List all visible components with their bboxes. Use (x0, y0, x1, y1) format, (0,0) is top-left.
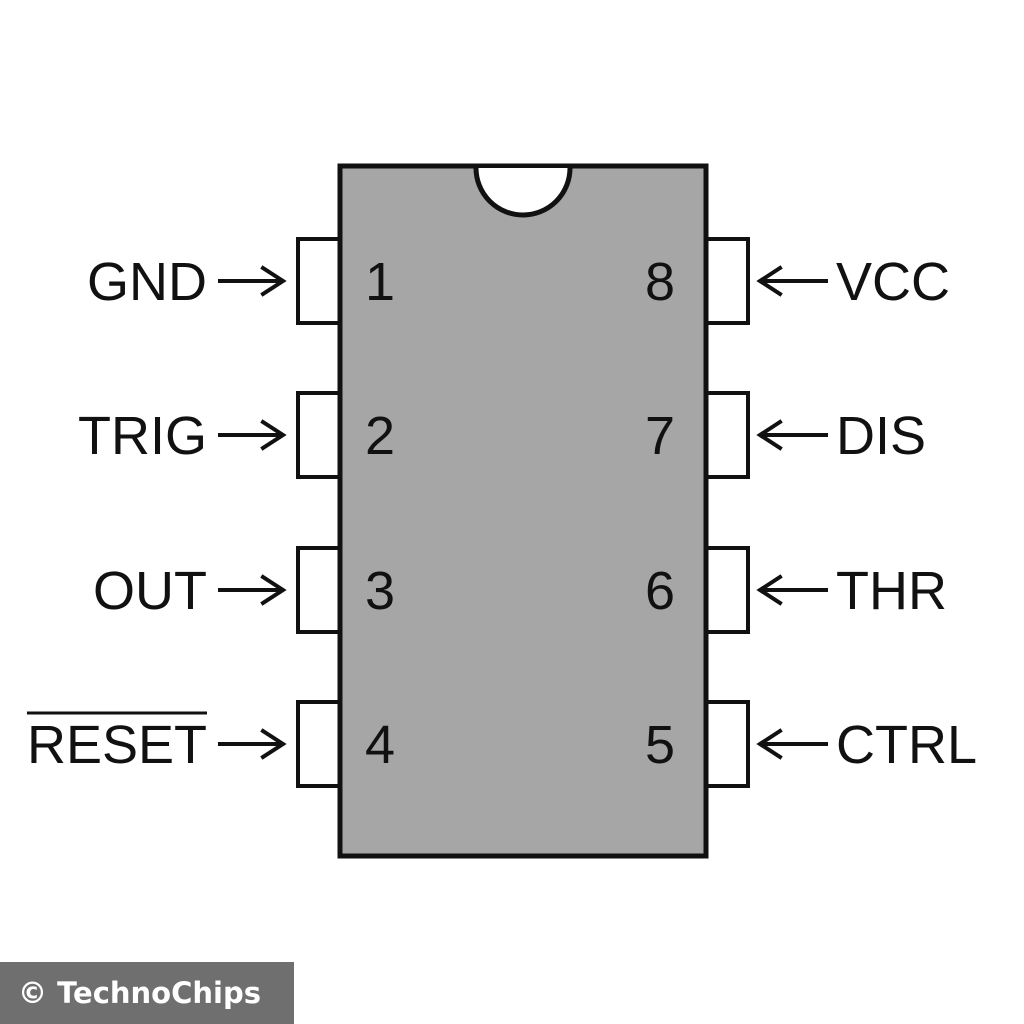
pin-label-out: OUT (93, 561, 207, 621)
pin-number-3: 3 (365, 561, 395, 621)
pin-number-4: 4 (365, 715, 395, 775)
pin-label-gnd: GND (87, 252, 207, 312)
pin-lead-2 (296, 391, 342, 479)
right-pins (704, 237, 828, 788)
copyright-watermark: © TechnoChips (0, 962, 294, 1024)
arrow-icon (756, 574, 828, 606)
pin-label-dis: DIS (836, 406, 926, 466)
pin-number-5: 5 (645, 715, 675, 775)
arrow-icon (756, 265, 828, 297)
orientation-notch (473, 167, 573, 218)
pin-number-7: 7 (645, 406, 675, 466)
pin-lead-8 (704, 237, 750, 325)
pin-number-6: 6 (645, 561, 675, 621)
arrow-icon (218, 265, 287, 297)
pin-lead-1 (296, 237, 342, 325)
arrow-icon (218, 419, 287, 451)
pin-number-1: 1 (365, 252, 395, 312)
arrow-icon (756, 419, 828, 451)
pin-number-2: 2 (365, 406, 395, 466)
pin-label-thr: THR (836, 561, 947, 621)
pin-number-8: 8 (645, 252, 675, 312)
pin-label-reset: RESET (27, 715, 207, 775)
pin-label-trig: TRIG (78, 406, 207, 466)
chip-body (337, 163, 709, 859)
watermark-text: © TechnoChips (18, 976, 261, 1010)
pin-numbers: 1 2 3 4 8 7 6 5 (365, 252, 675, 775)
arrow-icon (756, 728, 828, 760)
pin-lead-6 (704, 546, 750, 634)
pin-lead-3 (296, 546, 342, 634)
pin-lead-4 (296, 700, 342, 788)
pin-label-vcc: VCC (836, 252, 950, 312)
pin-lead-7 (704, 391, 750, 479)
arrow-icon (218, 728, 287, 760)
pin-labels: GND TRIG OUT RESET VCC DIS THR CTRL (26, 252, 977, 775)
pin-lead-5 (704, 700, 750, 788)
pin-label-ctrl: CTRL (836, 715, 977, 775)
arrow-icon (218, 574, 287, 606)
left-pins (218, 237, 342, 788)
